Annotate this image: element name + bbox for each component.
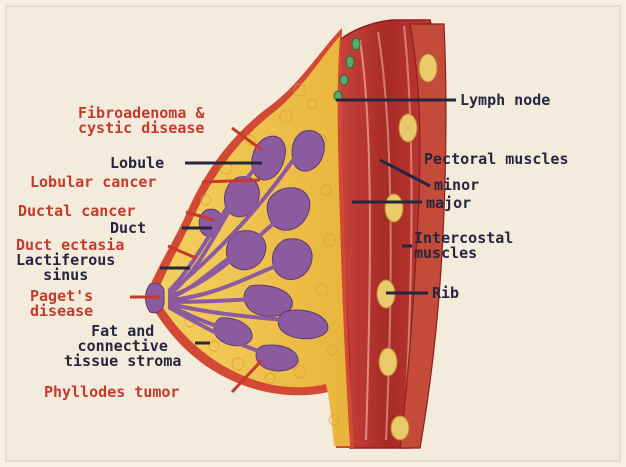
rib-3 bbox=[385, 194, 403, 222]
rib-1 bbox=[419, 54, 437, 82]
label-fibroadenoma: Fibroadenoma & cystic disease bbox=[78, 106, 204, 136]
label-rib: Rib bbox=[432, 286, 459, 301]
label-lymph-node: Lymph node bbox=[460, 93, 550, 108]
label-lobule: Lobule bbox=[110, 156, 164, 171]
label-minor: minor bbox=[434, 178, 479, 193]
rib-6 bbox=[391, 416, 409, 440]
label-fat-stroma: Fat and connective tissue stroma bbox=[64, 324, 181, 369]
label-intercostal: Intercostal muscles bbox=[414, 231, 513, 261]
label-phyllodes: Phyllodes tumor bbox=[44, 385, 179, 400]
rib-2 bbox=[399, 114, 417, 142]
label-lobular-cancer: Lobular cancer bbox=[30, 175, 156, 190]
label-pectoral-muscles: Pectoral muscles bbox=[424, 152, 569, 167]
label-ductal-cancer: Ductal cancer bbox=[18, 204, 135, 219]
label-duct: Duct bbox=[110, 221, 146, 236]
label-pagets-disease: Paget's disease bbox=[30, 289, 93, 319]
rib-5 bbox=[379, 348, 397, 376]
label-lactiferous-sinus: Lactiferous sinus bbox=[16, 253, 115, 283]
label-major: major bbox=[426, 196, 471, 211]
